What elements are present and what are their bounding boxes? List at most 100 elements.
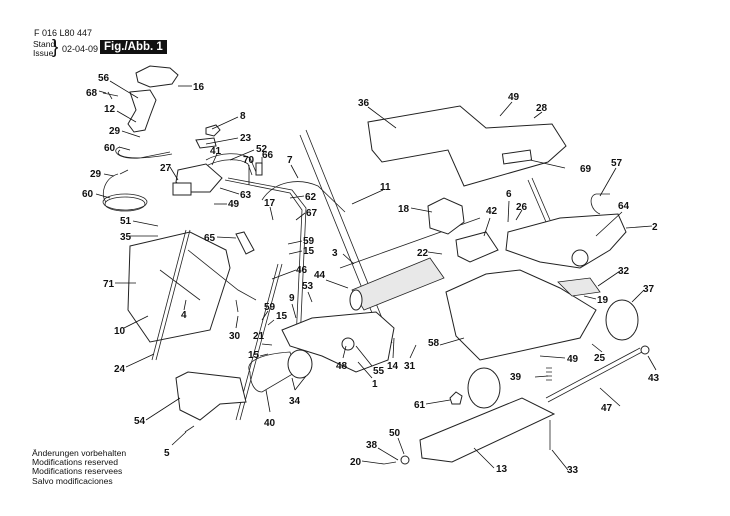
part-20-screw [383,461,397,465]
part-label-55: 55 [373,366,385,377]
part-37-wheel [605,299,639,341]
part-60-cable-coil-inner [104,196,146,212]
part-label-54: 54 [134,416,146,427]
part-label-52: 52 [256,144,268,155]
part-label-15: 15 [248,350,260,361]
part-69-label [501,149,533,165]
part-label-30: 30 [229,331,241,342]
part-label-5: 5 [164,448,170,459]
part-label-34: 34 [289,396,301,407]
part-label-3: 3 [332,248,338,259]
part-47-axle [545,347,643,403]
part-60-cable-coil [102,193,148,211]
part-64-pulley [571,249,589,267]
part-4-box-frame [159,249,257,301]
part-label-57: 57 [611,158,623,169]
part-55-bearing [341,337,355,351]
part-32-flap [557,277,601,297]
part-label-63: 63 [240,190,252,201]
part-label-16: 16 [193,82,205,93]
part-44-roller [351,257,445,311]
part-label-28: 28 [536,103,548,114]
part-label-9: 9 [289,293,295,304]
part-label-60: 60 [104,143,116,154]
part-44-roller-end [349,289,363,311]
part-label-25: 25 [594,353,606,364]
part-label-11: 11 [380,182,391,193]
part-7-bowden-cable [261,181,346,213]
part-label-40: 40 [264,418,276,429]
part-30-bolt [235,299,239,313]
part-label-42: 42 [486,206,498,217]
part-23-bracket [195,137,217,149]
part-43-nut [640,345,650,355]
leader-lines [95,80,657,471]
note-english: Modifications reserved [32,457,118,468]
part-label-44: 44 [314,270,326,281]
part-label-2: 2 [652,222,658,233]
part-label-59: 59 [264,302,276,313]
part-front-wheel [467,367,501,409]
part-cover-strut [527,177,551,223]
part-66-clip [255,162,263,176]
part-13-rear-bracket [419,397,556,463]
part-label-24: 24 [114,364,126,375]
note-french: Modifications reservees [32,466,123,477]
part-label-47: 47 [601,403,613,414]
modification-notes: Änderungen vorbehalten Modifications res… [32,448,127,486]
part-label-46: 46 [296,265,308,276]
part-label-20: 20 [350,457,362,468]
part-50-bushing [400,455,410,465]
part-label-65: 65 [204,233,216,244]
part-label-29: 29 [109,126,121,137]
part-label-31: 31 [404,361,416,372]
part-label-14: 14 [387,361,399,372]
part-61-cap [449,391,463,405]
part-1-side-plate [281,311,395,373]
part-label-4: 4 [181,310,187,321]
part-68-plug [102,91,119,100]
part-label-50: 50 [389,428,401,439]
part-57-belt-guard [590,193,610,215]
part-label-49: 49 [567,354,579,365]
part-label-32: 32 [618,266,630,277]
part-70-bar [224,179,303,341]
part-label-23: 23 [240,133,252,144]
part-number: F 016 L80 447 [34,28,93,38]
part-60-cable-upper [115,146,173,159]
part-42-motor [455,231,499,263]
issue-label: Issue [33,48,54,58]
part-labels: 56 16 68 12 29 60 8 23 41 52 27 70 66 7 … [82,73,660,476]
part-label-70: 70 [243,155,255,166]
part-label-53: 53 [302,281,314,292]
part-34-pulley [287,349,313,379]
part-label-43: 43 [648,373,660,384]
part-16-cover [135,65,179,88]
part-54-rear-flap [175,371,247,421]
note-german: Änderungen vorbehalten [32,448,127,458]
brace: } [52,37,59,58]
note-spanish: Salvo modificaciones [32,475,113,486]
part-label-66: 66 [262,150,274,161]
part-label-15: 15 [303,246,315,257]
part-label-67: 67 [306,208,318,219]
figure-badge: Fig./Abb. 1 [100,40,167,54]
part-label-10: 10 [114,326,126,337]
part-8-clamp [205,124,221,137]
part-label-21: 21 [253,331,265,342]
part-18-motor-cover [427,197,465,235]
part-label-62: 62 [305,192,317,203]
part-label-15: 15 [276,311,288,322]
stand-label: Stand [33,39,56,49]
part-label-19: 19 [597,295,609,306]
part-29-strain-relief [102,169,129,203]
part-2-motor-housing [505,213,627,269]
part-label-49: 49 [508,92,520,103]
part-label-58: 58 [428,338,440,349]
part-label-69: 69 [580,164,592,175]
part-label-12: 12 [104,104,116,115]
part-label-37: 37 [643,284,655,295]
part-label-6: 6 [506,189,512,200]
part-label-22: 22 [417,248,429,259]
